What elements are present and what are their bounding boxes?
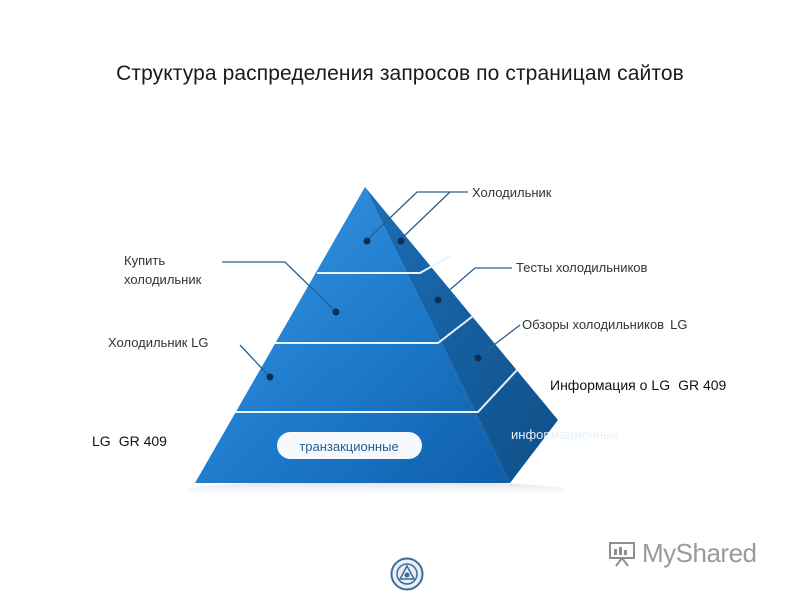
pointer-fridge-b — [399, 191, 451, 241]
watermark-text: MyShared — [642, 538, 757, 569]
dot-top — [363, 237, 371, 245]
label-lg-model: LG GR 409 — [92, 433, 167, 449]
label-info-prefix: Информация о — [550, 377, 648, 393]
dot-third-side — [474, 354, 482, 362]
pointer-reviews — [477, 324, 521, 358]
dot-third — [266, 373, 274, 381]
label-lg-model-name: GR 409 — [119, 433, 167, 449]
pointer-buy — [222, 261, 336, 312]
tier-dividers — [235, 255, 518, 413]
label-info-lg: LG — [651, 377, 670, 393]
divider-3 — [235, 369, 518, 413]
label-buy-line2: холодильник — [124, 272, 202, 287]
pointer-lines — [222, 191, 521, 378]
dot-second-side — [434, 296, 442, 304]
pointer-fridge-a — [366, 191, 468, 241]
pointer-lg — [239, 344, 271, 378]
label-fridge: Холодильник — [472, 185, 552, 200]
pyramid-shadow — [185, 481, 565, 499]
pyramid-front-face — [195, 187, 510, 483]
pointer-tests — [437, 267, 512, 301]
tier-dots — [266, 237, 482, 381]
transactional-label: транзакционные — [299, 439, 398, 454]
label-reviews-main: Обзоры холодильников — [522, 317, 664, 332]
presentation-board-icon — [609, 542, 635, 567]
informational-label: информационные — [511, 427, 620, 442]
label-fridge-lg: Холодильник LG — [108, 335, 208, 350]
dot-top-side — [397, 237, 405, 245]
dot-second — [332, 308, 340, 316]
label-reviews: Обзоры холодильников LG — [522, 317, 687, 332]
label-buy-line1: Купить — [124, 253, 165, 268]
page-title: Структура распределения запросов по стра… — [116, 62, 684, 85]
label-lg-model-prefix: LG — [92, 433, 111, 449]
label-reviews-suffix: LG — [670, 317, 687, 332]
transactional-pill — [277, 432, 422, 459]
pyramid-side-face — [365, 187, 558, 483]
divider-1 — [317, 255, 451, 274]
watermark-brand: MyShared — [642, 538, 757, 568]
circular-emblem-icon — [390, 557, 424, 591]
label-tests: Тесты холодильников — [516, 260, 648, 275]
divider-2 — [275, 315, 474, 344]
label-info-model: GR 409 — [678, 377, 726, 393]
